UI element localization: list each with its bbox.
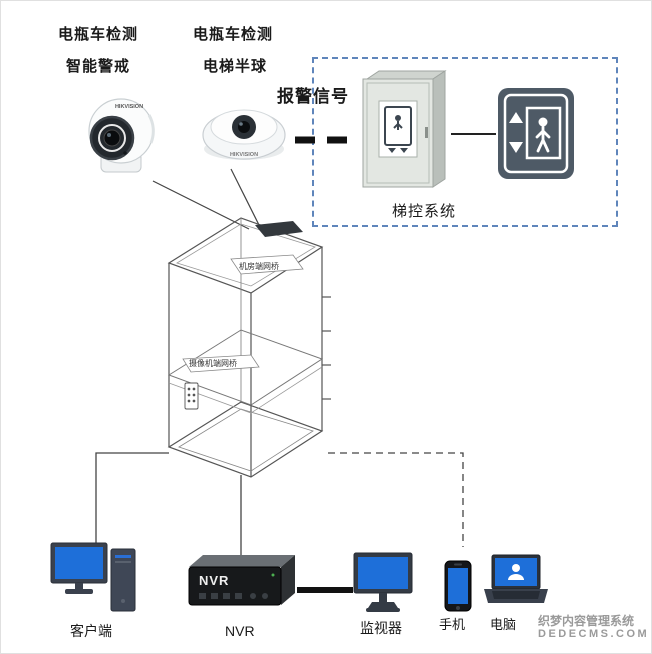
nvr-label: NVR xyxy=(225,623,255,639)
turret-brand-text: HIKVISION xyxy=(115,104,143,110)
dome-camera-icon: HIKVISION xyxy=(194,97,294,167)
turret-camera-icon: HIKVISION xyxy=(71,91,171,179)
phone-label: 手机 xyxy=(439,617,466,632)
nvr-device-icon: NVR xyxy=(185,551,295,613)
phone-icon xyxy=(443,559,473,613)
control-cabinet-icon xyxy=(359,67,449,195)
monitor-icon xyxy=(352,551,414,615)
desktop-client-icon xyxy=(49,539,141,617)
turret-camera-label-line2: 智能警戒 xyxy=(66,58,131,75)
laptop-icon xyxy=(480,553,552,607)
car-keypad xyxy=(184,382,199,410)
dome-camera-label-line1: 电瓶车检测 xyxy=(193,26,274,43)
alarm-signal-label: 报警信号 xyxy=(277,87,349,106)
wireless-dashed-line xyxy=(328,452,464,547)
laptop-label: 电脑 xyxy=(490,617,517,632)
elevator-shaft-wireframe xyxy=(167,217,331,478)
client-label: 客户端 xyxy=(70,623,112,639)
watermark-line2: DEDECMS.COM xyxy=(538,628,650,640)
dome-brand-text: HIKVISION xyxy=(230,152,258,158)
turret-camera-label-line1: 电瓶车检测 xyxy=(58,26,139,43)
elevator-sign-icon xyxy=(496,86,576,181)
dome-camera-label-line2: 电梯半球 xyxy=(203,58,268,75)
watermark-line1: 织梦内容管理系统 xyxy=(538,614,635,628)
monitor-label: 监视器 xyxy=(360,620,402,636)
ceiling-camera-panel xyxy=(255,221,303,237)
bridge-mid-label: 摄像机端网桥 xyxy=(189,359,237,368)
client-connection-line xyxy=(95,452,169,546)
bridge-top-label: 机房端网桥 xyxy=(239,262,279,271)
elevator-control-system-label: 梯控系统 xyxy=(392,203,457,220)
nvr-device-text: NVR xyxy=(199,573,229,588)
